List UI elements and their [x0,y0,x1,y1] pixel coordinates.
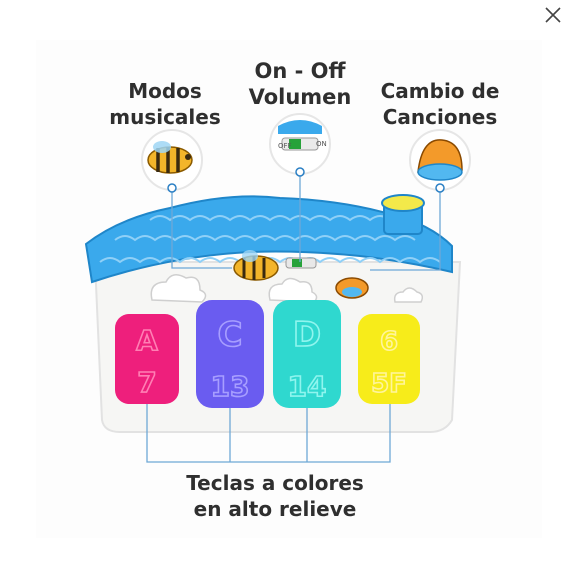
key-embossed-characters: A 7 C 13 D 14 6 5F [135,314,407,404]
key-char: A [136,324,158,357]
label-on-off-volumen: On - Off Volumen [238,58,362,110]
switch-on-text: ON [316,140,327,148]
label-line: Cambio de [380,79,500,103]
bee-mode-button [233,250,279,281]
close-button[interactable] [536,0,570,30]
label-line: Canciones [382,105,498,129]
label-line: Modos [128,79,202,103]
key-char: 6 [380,327,398,357]
cloud-decoration [150,274,424,303]
label-line: Teclas a colores [186,471,364,495]
bell-icon [417,139,463,181]
key-yellow [358,314,420,404]
bell-song-button [335,277,369,299]
label-line: musicales [109,105,221,129]
label-line: On - Off [254,59,346,83]
label-modos-musicales: Modos musicales [100,78,230,130]
callout-dots [167,167,445,193]
label-line: Volumen [248,85,352,109]
key-pink [115,314,179,404]
key-char: 13 [211,370,250,403]
small-switch [285,257,317,269]
on-off-switch-icon: OFF ON [278,120,327,151]
label-teclas-colores: Teclas a colores en alto relieve [160,470,390,522]
callout-lines [146,174,441,463]
switch-off-text: OFF [278,142,292,150]
key-char: 14 [288,370,327,403]
key-char: 5F [371,369,407,399]
label-cambio-canciones: Cambio de Canciones [370,78,510,130]
close-icon [545,7,561,23]
label-line: en alto relieve [193,497,357,521]
key-char: C [218,315,243,355]
key-char: D [293,315,321,355]
chimney-top [381,194,425,212]
bee-icon [147,141,193,174]
key-cyan [273,300,341,408]
key-char: 7 [137,366,156,399]
key-purple [196,300,264,408]
piano-keys [115,300,420,408]
